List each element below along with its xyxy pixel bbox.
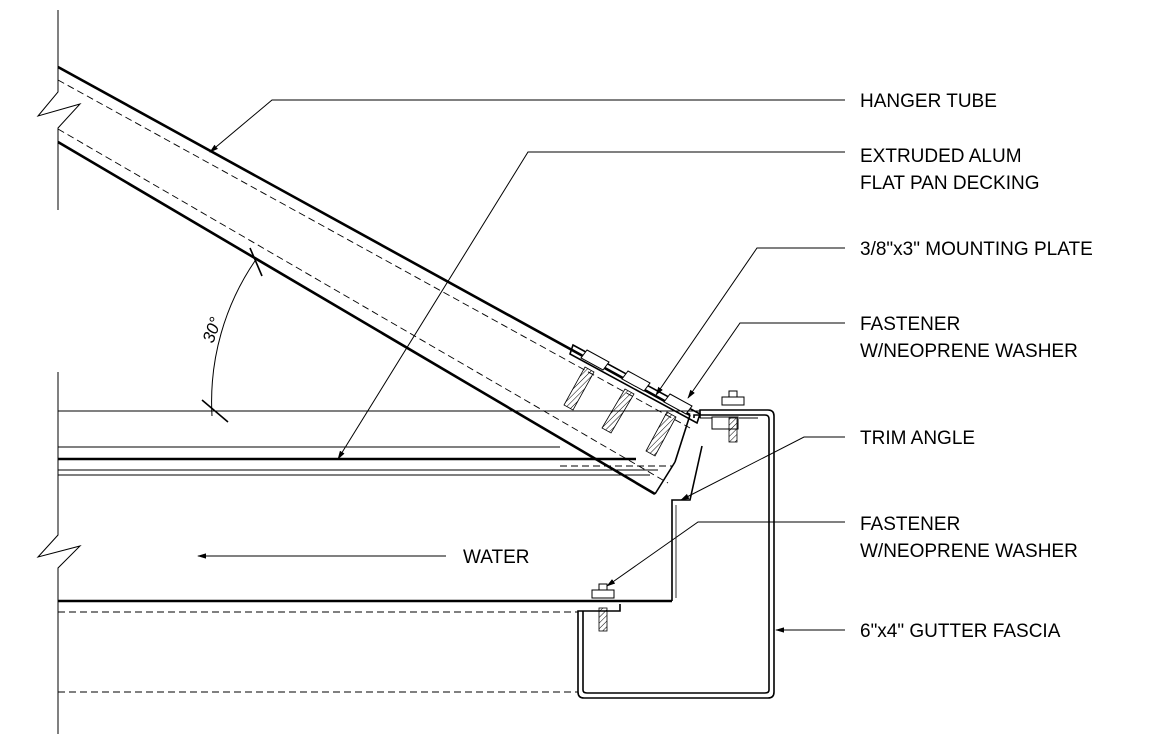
fastener-bolt: [601, 370, 651, 434]
hanger-tube: [57, 65, 691, 496]
upper-fastener-group: [563, 349, 693, 457]
label-hanger-tube: HANGER TUBE: [860, 91, 997, 112]
angle-label: 30°: [199, 315, 226, 346]
fastener-bolt: [645, 393, 693, 457]
label-gutter-fascia: 6"x4" GUTTER FASCIA: [860, 621, 1061, 642]
callout-labels: HANGER TUBE EXTRUDED ALUM FLAT PAN DECKI…: [860, 91, 1093, 642]
upper-wall-break-line: [36, 10, 82, 210]
trim-angle: [671, 445, 703, 601]
fastener-bolt: [563, 349, 610, 411]
label-decking-line1: EXTRUDED ALUM: [860, 146, 1022, 167]
lower-wall-break-line: [36, 372, 82, 734]
label-mounting-plate: 3/8"x3" MOUNTING PLATE: [860, 239, 1093, 260]
label-decking-line2: FLAT PAN DECKING: [860, 173, 1039, 194]
label-fastener-lower-line1: FASTENER: [860, 514, 960, 535]
water-label: WATER: [463, 547, 530, 568]
lower-fastener: [591, 583, 615, 632]
gutter-fascia: [577, 409, 775, 699]
fascia-top-fastener: [711, 390, 745, 443]
label-trim-angle: TRIM ANGLE: [860, 428, 975, 449]
flat-pan-decking: [58, 410, 700, 476]
angle-dimension: 30°: [199, 247, 263, 423]
label-fastener-lower-line2: W/NEOPRENE WASHER: [860, 541, 1078, 562]
leader-lines: [209, 99, 845, 633]
label-fastener-upper-line2: W/NEOPRENE WASHER: [860, 341, 1078, 362]
water-flow-indicator: WATER: [197, 547, 530, 568]
label-fastener-upper-line1: FASTENER: [860, 314, 960, 335]
lower-beam: [58, 599, 672, 693]
